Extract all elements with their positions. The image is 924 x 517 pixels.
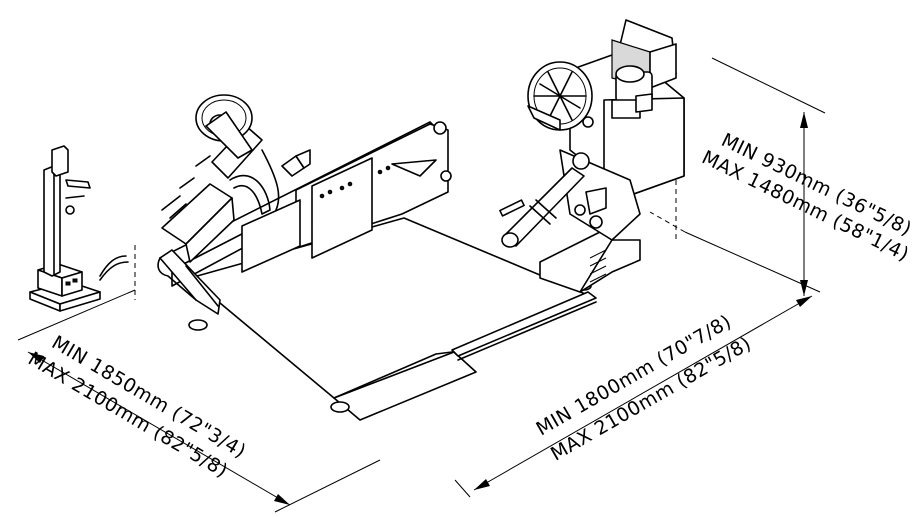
depth-dimension-label: MIN 1850mm (72"3/4) MAX 2100mm (82"5/8) bbox=[24, 331, 250, 482]
width-dimension-label: MIN 1800mm (70"7/8) MAX 2100mm (82"5/8) bbox=[533, 311, 756, 466]
height-dimension-label: MIN 930mm (36"5/8) MAX 1480mm (58"1/4) bbox=[698, 129, 915, 266]
wheel-arm-assembly bbox=[161, 94, 311, 263]
dimension-lines bbox=[17, 57, 826, 513]
machine-base-frame bbox=[157, 121, 641, 421]
turning-head-assembly bbox=[501, 19, 685, 248]
control-pedestal bbox=[29, 145, 129, 312]
